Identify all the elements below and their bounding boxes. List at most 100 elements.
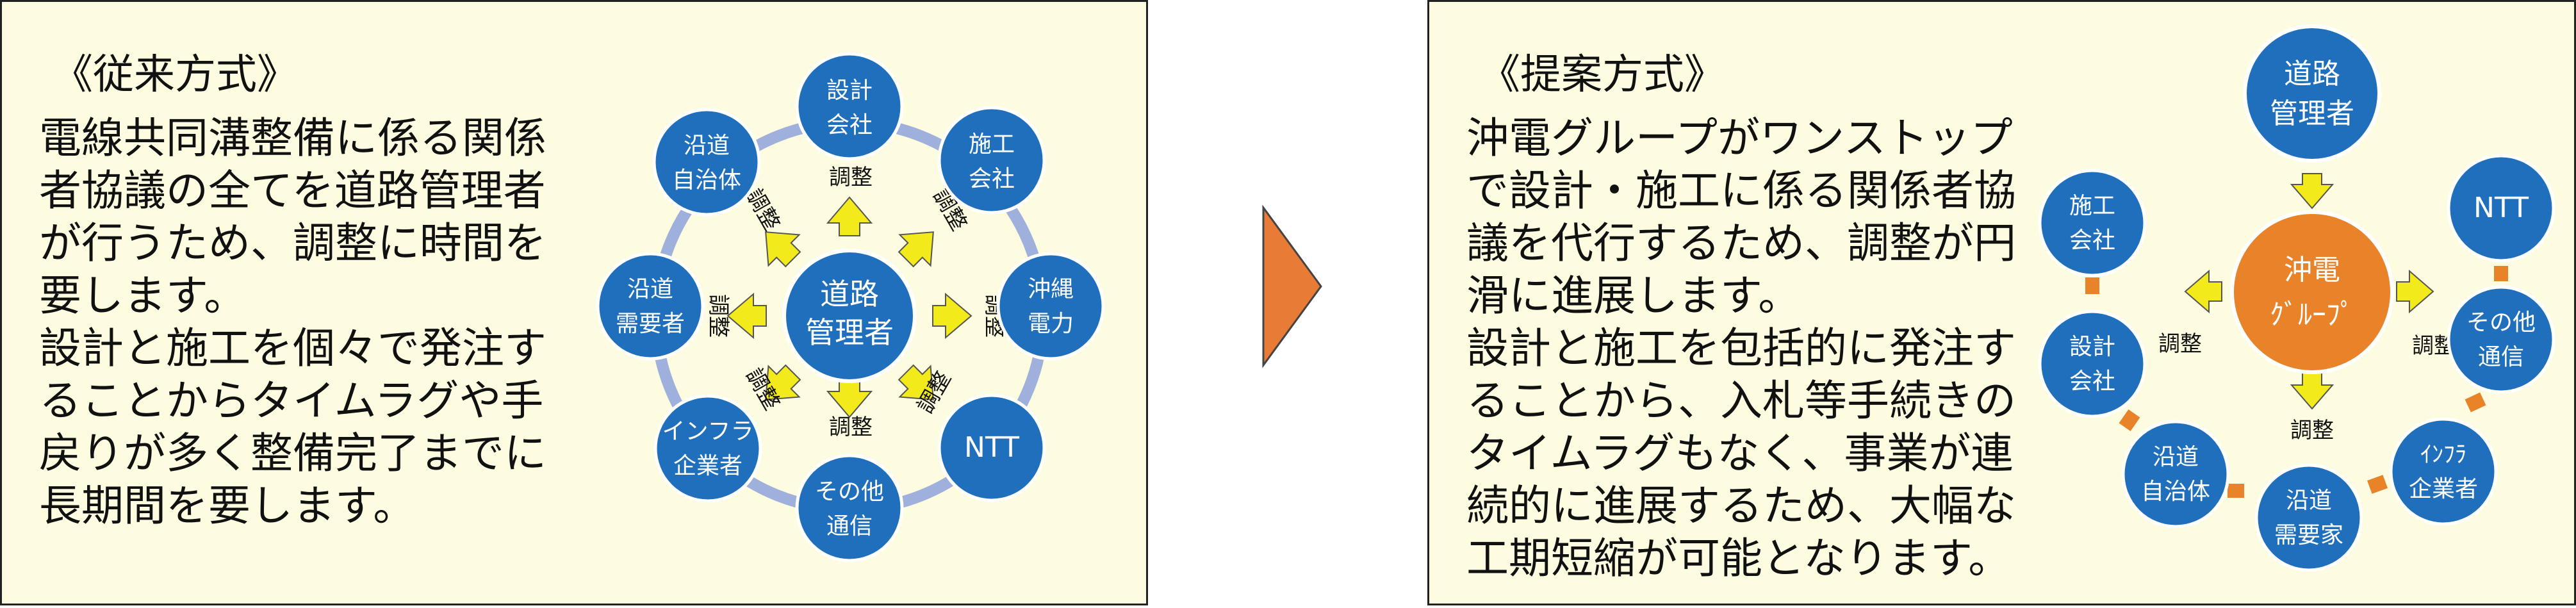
- proposed-diagram: 調整 調整 調整 道路 管理者 沖電 ｸﾞﾙｰﾌﾟ 施工 会社 設計 会社 NT…: [2038, 24, 2555, 572]
- description-line: 沖電グループがワンストップ: [1466, 113, 2013, 163]
- proposed-method-panel: 《提案方式》 沖電グループがワンストップ で設計・施工に係る関係者協 議を代行す…: [1427, 0, 2576, 605]
- connector: [2227, 484, 2244, 498]
- arrow-up-left: [765, 231, 801, 268]
- node-label: 道路: [2284, 58, 2340, 90]
- arrow-left: [2184, 269, 2222, 314]
- node-label: 会社: [969, 166, 1015, 192]
- roadside-municipality-node: [2121, 420, 2230, 529]
- arrow-up: [826, 196, 873, 236]
- node-label: 沿道: [2153, 444, 2199, 470]
- node-label: 通信: [826, 513, 873, 539]
- conventional-diagram: 調整 調整 調整 調整 調整 調整 調整 調整 道路 管理者 設計 会社 施工 …: [596, 52, 1105, 563]
- node-label: 会社: [826, 112, 873, 138]
- node-label: 会社: [2069, 227, 2115, 254]
- node-label: 企業者: [2409, 476, 2478, 502]
- description-line: で設計・施工に係る関係者協: [1466, 166, 2016, 215]
- connector: [2119, 409, 2140, 431]
- connector: [2465, 392, 2486, 413]
- node-label: 沿道: [627, 276, 673, 302]
- description-line: 戻りが多く整備完了までに: [39, 429, 546, 478]
- other-telecom-node: [795, 454, 904, 563]
- node-label: 需要家: [2274, 522, 2343, 548]
- connector: [2367, 475, 2388, 494]
- construction-company-node: [2038, 168, 2147, 277]
- connector: [2085, 277, 2099, 294]
- adjustment-label: 調整: [829, 165, 873, 190]
- transition-arrow-shape: [1262, 204, 1322, 368]
- node-label: 自治体: [2141, 479, 2210, 505]
- description-line: 要します。: [39, 271, 247, 320]
- node-label: インフラ: [662, 418, 754, 445]
- arrow-left: [726, 292, 767, 340]
- node-label: 自治体: [672, 167, 741, 193]
- node-label: 管理者: [2270, 97, 2354, 130]
- adjustment-label: 調整: [2290, 418, 2334, 443]
- adjustment-label: 調整: [741, 364, 785, 415]
- node-label: 会社: [2069, 368, 2115, 395]
- roadside-customer-node: [596, 252, 705, 361]
- description-line: 設計と施工を包括的に発注す: [1466, 324, 2016, 373]
- arrow-right: [2396, 269, 2434, 314]
- road-manager-node: [2243, 24, 2381, 163]
- arrow-down-left: [765, 364, 801, 400]
- arrow-up-right: [898, 231, 934, 268]
- node-label: 企業者: [673, 453, 742, 479]
- node-label: 沿道: [684, 133, 730, 159]
- panel-title: 《提案方式》: [1479, 51, 1725, 99]
- design-company-node: [795, 52, 904, 161]
- node-label: 沿道: [2286, 488, 2332, 514]
- roadside-municipality-node: [652, 108, 761, 217]
- connector: [2494, 266, 2508, 281]
- road-manager-node: [782, 249, 917, 383]
- node-label: 電力: [1028, 311, 1074, 337]
- arrow-down-top: [2290, 173, 2334, 210]
- ntt-node: [937, 393, 1046, 502]
- description-line: 者協議の全てを道路管理者: [39, 166, 546, 215]
- design-company-node: [2038, 309, 2147, 418]
- ntt-node: [2447, 154, 2555, 263]
- infrastructure-company-node: [653, 394, 762, 503]
- description-line: 電線共同溝整備に係る関係: [39, 113, 546, 163]
- center-node-label: 道路: [820, 277, 879, 311]
- adjustment-label: 調整: [705, 294, 731, 338]
- panel-description: 沖電グループがワンストップ で設計・施工に係る関係者協 議を代行するため、調整が…: [1466, 112, 2016, 585]
- description-line: 滑に進展します。: [1466, 271, 1801, 320]
- description-line: 長期間を要します。: [39, 481, 416, 530]
- adjustment-label: 調整: [2158, 331, 2202, 357]
- panel-title: 《従来方式》: [52, 51, 298, 99]
- node-label: 需要者: [616, 311, 685, 337]
- description-line: 工期短縮が可能となります。: [1466, 534, 2011, 583]
- node-label: 設計: [2069, 334, 2115, 360]
- node-label: 設計: [826, 78, 873, 104]
- infrastructure-company-node: [2389, 417, 2498, 526]
- arrow-down-bottom: [2290, 372, 2334, 410]
- center-node-label: 管理者: [805, 315, 894, 350]
- description-line: ることからタイムラグや手: [39, 376, 544, 425]
- description-line: ることから、入札等手続きの: [1466, 376, 2016, 425]
- description-line: タイムラグもなく、事業が連: [1466, 429, 2014, 478]
- arrow-down: [826, 378, 873, 418]
- adjustment-label: 調整: [829, 415, 873, 440]
- node-label: NTT: [964, 431, 1019, 464]
- arrow-right: [932, 292, 972, 340]
- construction-company-node: [937, 106, 1046, 215]
- okinawa-electric-node: [996, 252, 1105, 361]
- other-telecom-node: [2447, 285, 2555, 394]
- node-label: 沖縄: [1028, 276, 1074, 302]
- conventional-method-panel: 《従来方式》 電線共同溝整備に係る関係 者協議の全てを道路管理者 が行うため、調…: [0, 0, 1148, 605]
- node-label: 施工: [969, 131, 1015, 158]
- transition-arrow: [1262, 204, 1322, 368]
- description-line: 議を代行するため、調整が円: [1466, 218, 2016, 268]
- description-line: 設計と施工を個々で発注す: [39, 324, 546, 373]
- node-label: 施工: [2069, 193, 2115, 219]
- roadside-customer-node: [2254, 463, 2363, 572]
- panel-description: 電線共同溝整備に係る関係 者協議の全てを道路管理者 が行うため、調整に時間を 要…: [39, 112, 546, 532]
- node-label: その他: [815, 479, 884, 505]
- center-node-label: 沖電: [2284, 254, 2340, 286]
- node-label: NTT: [2473, 192, 2529, 224]
- description-line: が行うため、調整に時間を: [39, 218, 546, 268]
- description-line: 続的に進展するため、大幅な: [1466, 481, 2016, 530]
- node-label: ｲﾝﾌﾗ: [2420, 441, 2466, 468]
- node-label: 通信: [2478, 344, 2524, 370]
- okiden-group-node: [2230, 210, 2394, 374]
